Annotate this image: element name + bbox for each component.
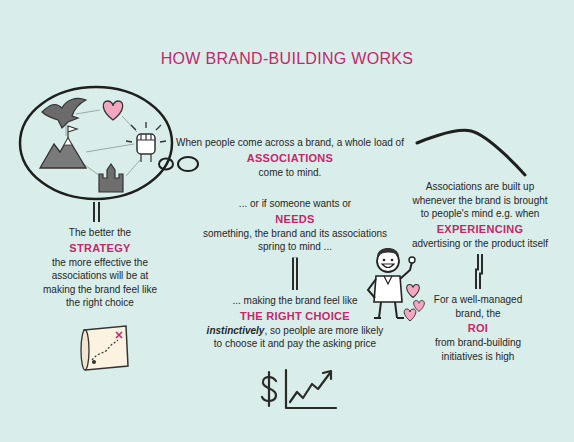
growth-chart [323, 371, 331, 379]
text-block: ... making the brand feel like [204, 294, 387, 308]
double-line [98, 202, 100, 222]
growth-chart [286, 370, 336, 408]
happy-person [377, 248, 399, 257]
double-line [94, 202, 99, 222]
happy-person [374, 276, 402, 302]
thought-bubbles [159, 157, 198, 171]
associations-cloud [64, 138, 72, 145]
body-text: When people come across a brand, a whole… [176, 137, 404, 148]
text-block: something, the brand and its association… [195, 227, 395, 254]
text-block: Associations are built up whenever the b… [409, 180, 551, 221]
thought-bubbles [178, 157, 198, 171]
text-group: Associations are built up whenever the b… [409, 180, 551, 250]
connector [294, 258, 296, 291]
text-group: ... making the brand feel likeTHE RIGHT … [204, 294, 387, 351]
associations-cloud [76, 110, 100, 114]
happy-person [407, 285, 420, 298]
associations-cloud [20, 87, 172, 199]
happy-person [391, 259, 394, 262]
body-text: the more effective the associations will… [43, 257, 157, 309]
key-term: NEEDS [275, 213, 314, 225]
double-line [93, 202, 95, 222]
body-text: come to mind. [259, 167, 322, 178]
body-text: something, the brand and its association… [203, 228, 387, 253]
body-text: The better the [69, 227, 131, 238]
text-block: come to mind. [167, 166, 413, 180]
body-text: Associations are built up whenever the b… [412, 181, 547, 219]
text-block: the more effective the associations will… [38, 256, 162, 310]
body-text: advertising or the product itself [412, 238, 548, 249]
associations-cloud [40, 138, 86, 168]
map-scroll-icon [116, 332, 122, 338]
happy-person [409, 257, 415, 263]
text-group: For a well-managed brand, theROI from bra… [426, 293, 530, 363]
key-term: EXPERIENCING [437, 223, 524, 235]
key-term-line: NEEDS [195, 211, 395, 227]
key-term: ROI [468, 322, 488, 334]
map-scroll-icon [92, 360, 96, 364]
key-term-line: ASSOCIATIONS [167, 150, 413, 166]
text-block: When people come across a brand, a whole… [167, 136, 413, 150]
connector [478, 254, 480, 289]
associations-cloud [126, 160, 140, 176]
map-scroll-icon [81, 326, 128, 370]
associations-cloud [68, 126, 77, 138]
map-scroll-icon [84, 326, 128, 370]
text-block: advertising or the product itself [409, 237, 551, 251]
key-term: STRATEGY [69, 242, 130, 254]
connector [295, 258, 296, 291]
associations-cloud [66, 124, 67, 136]
map-scroll-icon [92, 340, 118, 360]
connector [292, 258, 298, 291]
associations-cloud [137, 134, 155, 162]
associations-cloud [99, 164, 123, 192]
growth-chart [268, 372, 270, 406]
associations-cloud [20, 87, 172, 199]
body-text: ... making the brand feel like [232, 295, 357, 306]
body-text: from brand-building initiatives is high [435, 337, 521, 362]
key-term-line: EXPERIENCING [409, 221, 551, 237]
associations-cloud [42, 98, 86, 128]
connector [417, 130, 525, 175]
happy-person [374, 302, 404, 318]
associations-cloud [86, 144, 134, 152]
key-term: ASSOCIATIONS [247, 152, 334, 164]
text-group: When people come across a brand, a whole… [167, 136, 413, 179]
text-block: instinctively, so peolple are more likel… [204, 324, 387, 351]
happy-person [404, 309, 416, 321]
happy-person [368, 248, 424, 321]
connector [478, 254, 480, 289]
growth-chart [262, 370, 336, 408]
map-scroll-icon [81, 330, 89, 370]
connector [478, 254, 480, 289]
text-group: ... or if someone wants or NEEDS something… [195, 197, 395, 254]
happy-person [400, 262, 412, 279]
connector [417, 130, 525, 175]
thought-bubbles [159, 159, 173, 170]
text-block: from brand-building initiatives is high [426, 336, 530, 363]
key-term-line: STRATEGY [38, 240, 162, 256]
associations-cloud [126, 122, 166, 142]
happy-person [384, 276, 392, 284]
happy-person [383, 259, 386, 262]
body-text: For a well-managed brand, the [434, 294, 522, 319]
text-block: ... or if someone wants or [195, 197, 395, 211]
text-block: For a well-managed brand, the [426, 293, 530, 320]
growth-chart [290, 373, 330, 402]
key-term-line: ROI [426, 320, 530, 336]
happy-person [382, 264, 394, 268]
diagram-title: HOW BRAND-BUILDING WORKS [161, 49, 414, 69]
body-text: ... or if someone wants or [239, 198, 351, 209]
key-term: THE RIGHT CHOICE [240, 310, 350, 322]
key-term-line: THE RIGHT CHOICE [204, 308, 387, 324]
associations-cloud [103, 101, 122, 120]
text-group: The better theSTRATEGY the more effective… [38, 226, 162, 310]
happy-person [368, 279, 376, 298]
emphasis-text: instinctively [207, 325, 265, 336]
text-block: The better the [38, 226, 162, 240]
